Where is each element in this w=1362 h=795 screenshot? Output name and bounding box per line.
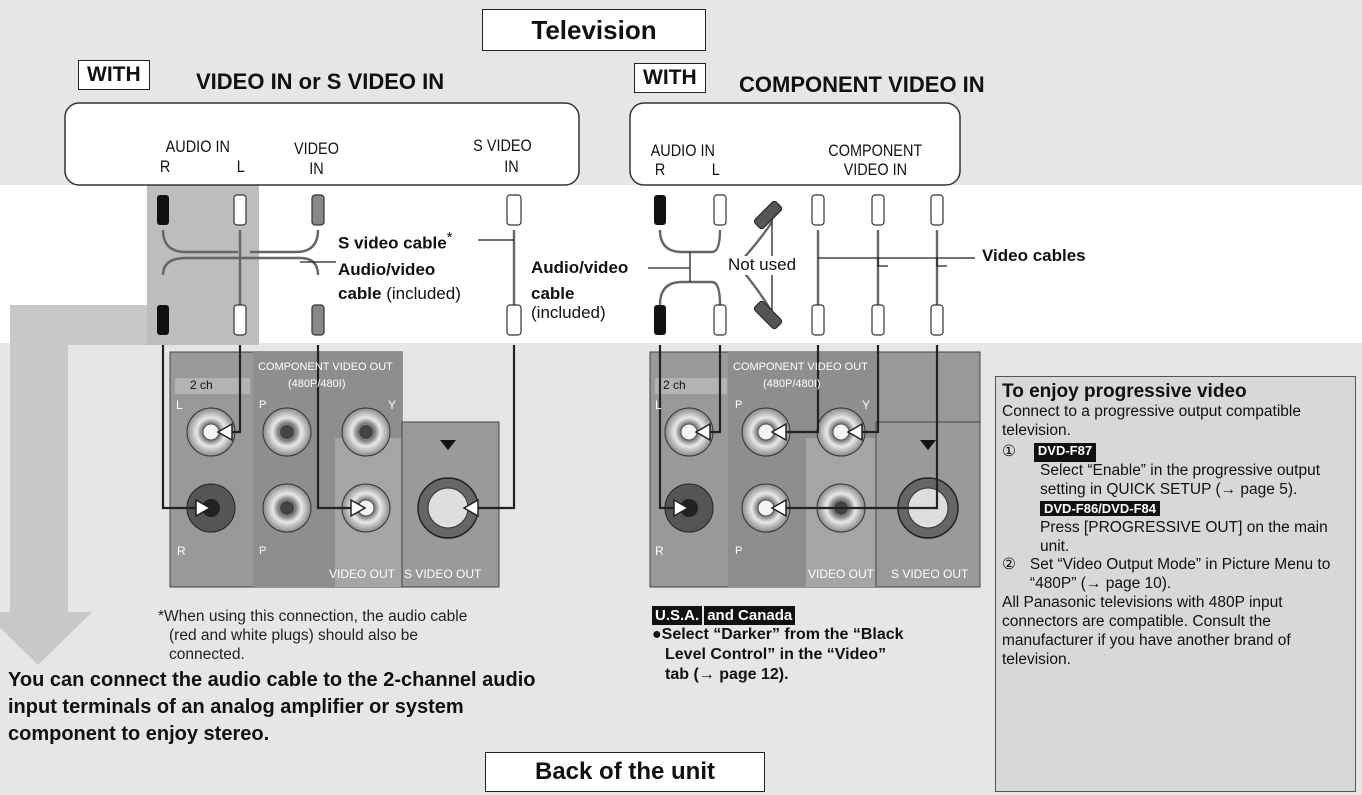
right-top-plugs <box>654 194 944 226</box>
step2-number: ② <box>1002 556 1016 574</box>
left-unit-r: R <box>177 544 186 558</box>
step1-f87-text: Select “Enable” in the progressive outpu… <box>1040 461 1321 498</box>
model-f86-badge: DVD-F86/DVD-F84 <box>1040 500 1160 516</box>
right-loose-plugs <box>753 200 783 330</box>
right-av-cable-label: Audio/video <box>531 258 629 277</box>
progressive-video-box: To enjoy progressive video Connect to a … <box>995 376 1356 792</box>
left-unit-svideo-out: S VIDEO OUT <box>404 567 482 581</box>
svideo-in-label-2: IN <box>504 157 519 176</box>
right-unit-pr: P <box>735 545 743 557</box>
progressive-footer: All Panasonic televisions with 480P inpu… <box>1002 594 1291 668</box>
left-unit-component-label-2: (480P/480I) <box>288 378 346 390</box>
right-tv-panel <box>629 102 961 186</box>
right-unit-2ch: 2 ch <box>663 378 686 392</box>
right-title: COMPONENT VIDEO IN <box>739 72 985 97</box>
left-unit-pb: P <box>259 399 267 411</box>
component-video-in-label: COMPONENT <box>828 141 923 160</box>
right-audio-in-label: AUDIO IN <box>650 141 715 160</box>
progressive-title: To enjoy progressive video <box>1002 381 1247 402</box>
left-top-plugs <box>157 194 522 226</box>
left-av-cable-label: Audio/video <box>338 260 436 279</box>
svideo-note: *When using this connection, the audio c… <box>158 608 468 663</box>
not-used-label: Not used <box>728 255 797 275</box>
left-title: VIDEO IN or S VIDEO IN <box>196 69 445 94</box>
left-video-in-label-2: IN <box>309 159 324 178</box>
step1-f86-text: Press [PROGRESSIVE OUT] on the main unit… <box>1040 518 1328 555</box>
left-bottom-plugs <box>157 304 522 336</box>
left-unit-pr: P <box>259 545 267 557</box>
right-unit-r: R <box>655 544 664 558</box>
right-unit-l: L <box>655 398 662 412</box>
video-cables-label: Video cables <box>982 246 1086 265</box>
right-r-label: R <box>654 160 666 179</box>
right-unit-y: Y <box>862 398 871 412</box>
step2-text: Set “Video Output Mode” in Picture Menu … <box>1029 556 1331 593</box>
model-f87-badge: DVD-F87 <box>1033 442 1097 462</box>
left-with-label: WITH <box>78 60 150 90</box>
left-r-label: R <box>159 157 171 176</box>
right-av-cable-label-3: (included) <box>531 303 606 322</box>
left-unit-2ch: 2 ch <box>190 378 213 392</box>
right-unit-component-label: COMPONENT VIDEO OUT <box>733 361 868 373</box>
usa-canada-note: U.S.A.and Canada ●Select “Darker” from t… <box>652 606 904 684</box>
left-unit-l: L <box>176 398 183 412</box>
stereo-tip: You can connect the audio cable to the 2… <box>8 669 536 745</box>
right-unit-component-label-2: (480P/480I) <box>763 378 821 390</box>
svideo-in-label: S VIDEO <box>473 136 532 155</box>
right-with-label: WITH <box>634 63 706 93</box>
right-l-label: L <box>711 160 720 179</box>
right-unit-video-out: VIDEO OUT <box>808 567 875 581</box>
big-down-arrow <box>0 305 147 665</box>
svideo-cable-label: S video cable* <box>338 229 453 253</box>
left-unit-panel <box>169 351 500 588</box>
step1-number: ① <box>1002 442 1016 460</box>
right-unit-pb: P <box>735 399 743 411</box>
left-unit-video-out: VIDEO OUT <box>329 567 396 581</box>
left-audio-in-label: AUDIO IN <box>165 137 230 156</box>
right-bottom-plugs <box>654 304 944 336</box>
left-unit-y: Y <box>388 398 397 412</box>
left-tv-panel <box>64 102 580 186</box>
left-l-label: L <box>236 157 245 176</box>
progressive-intro: Connect to a progressive output compatib… <box>1002 403 1301 440</box>
right-unit-panel <box>649 351 981 588</box>
right-unit-svideo-out: S VIDEO OUT <box>891 567 969 581</box>
left-unit-component-label: COMPONENT VIDEO OUT <box>258 361 393 373</box>
component-video-in-label-2: VIDEO IN <box>843 160 908 179</box>
left-av-cable-label-2: cable (included) <box>338 284 461 303</box>
right-av-cable-label-2: cable <box>531 284 575 303</box>
back-of-unit-label: Back of the unit <box>485 752 765 792</box>
television-label: Television <box>482 9 706 51</box>
left-video-in-label: VIDEO <box>293 139 339 158</box>
